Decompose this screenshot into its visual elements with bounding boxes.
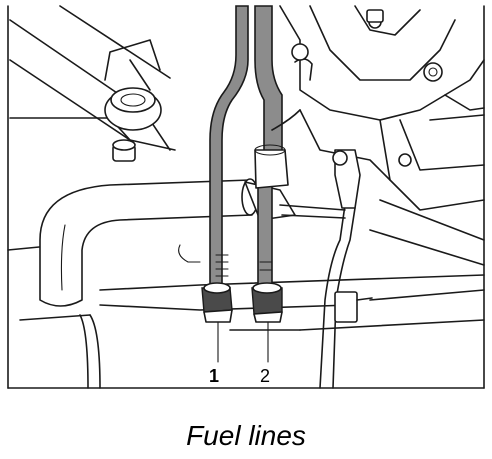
suspension-arm: [9, 5, 176, 162]
fuel-line-2: [251, 5, 301, 323]
crossmember: [7, 199, 485, 389]
callout-leaders: [217, 321, 269, 363]
fuel-line-1: [201, 5, 249, 323]
callout-label-1: 1: [209, 366, 220, 386]
engine-block: [279, 5, 485, 211]
vacuum-tube: [279, 149, 373, 389]
callout-label-2: 2: [260, 366, 271, 386]
figure-caption: Fuel lines: [186, 420, 306, 451]
